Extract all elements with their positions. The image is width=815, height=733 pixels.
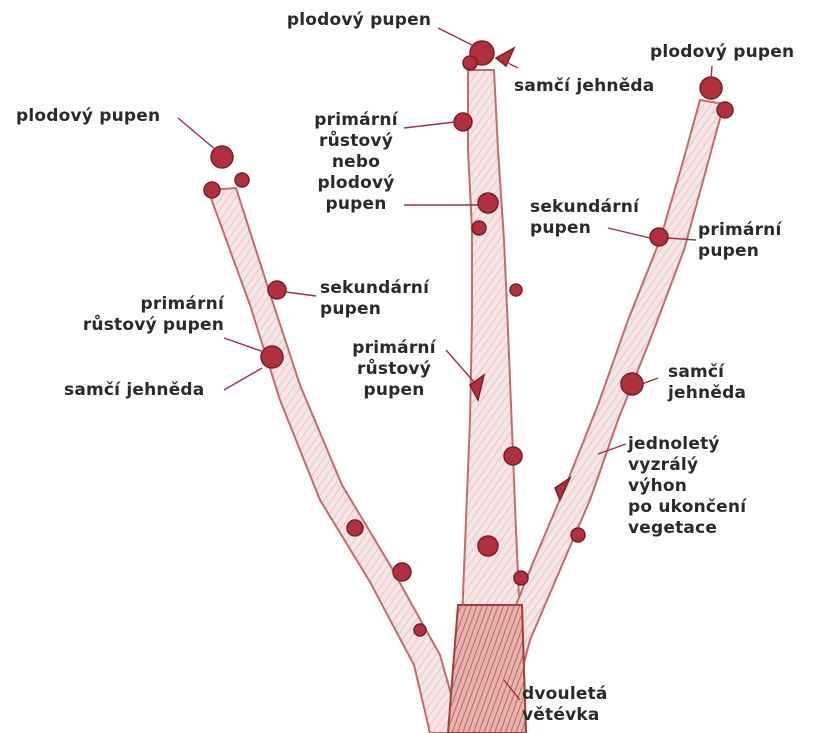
label-right-primary: primární pupen xyxy=(698,220,781,262)
label-center-primary-growth: primární růstový pupen xyxy=(340,338,448,401)
bud-center-side-1 xyxy=(510,284,522,296)
label-left-fruit-bud: plodový pupen xyxy=(16,106,160,127)
bud-center-mid xyxy=(472,221,486,235)
bud-center-side-4 xyxy=(514,571,528,585)
label-two-year-branch: dvouletá větévka xyxy=(522,684,608,726)
bud-left-low-3 xyxy=(414,624,426,636)
label-right-fruit-bud: plodový pupen xyxy=(650,42,794,63)
label-center-primary: primární růstový nebo plodový pupen xyxy=(300,110,412,215)
label-left-secondary: sekundární pupen xyxy=(320,278,429,320)
bud-center-primary xyxy=(454,113,472,131)
label-top-catkin: samčí jehněda xyxy=(514,76,654,97)
bud-right-low xyxy=(571,528,585,542)
bud-top-center-side xyxy=(463,56,477,70)
bud-left-top-side-2 xyxy=(235,173,249,187)
label-top-fruit-bud: plodový pupen xyxy=(274,10,444,31)
bud-left-primary-growth xyxy=(261,346,283,368)
bud-left-low-1 xyxy=(347,520,363,536)
bud-right-top-side xyxy=(717,102,733,118)
label-left-catkin: samčí jehněda xyxy=(64,380,204,401)
label-right-catkin: samčí jehněda xyxy=(668,362,746,404)
label-center-secondary: sekundární pupen xyxy=(530,197,639,239)
bud-left-low-2 xyxy=(393,563,411,581)
bud-center-secondary xyxy=(478,193,498,213)
label-left-primary-growth: primární růstový pupen xyxy=(60,294,224,336)
bud-right-catkin xyxy=(621,373,643,395)
bud-left-top-side-1 xyxy=(204,182,220,198)
bud-center-side-2 xyxy=(504,447,522,465)
bud-right-top xyxy=(700,77,722,99)
two-year-base xyxy=(448,605,526,733)
left-shoot xyxy=(208,188,462,733)
label-annual-shoot: jednoletý vyzrálý výhon po ukončení vege… xyxy=(628,434,746,539)
bud-left-secondary xyxy=(268,281,286,299)
bud-right-primary xyxy=(650,228,668,246)
bud-center-side-3 xyxy=(478,536,498,556)
catkin-top-center xyxy=(496,48,514,66)
